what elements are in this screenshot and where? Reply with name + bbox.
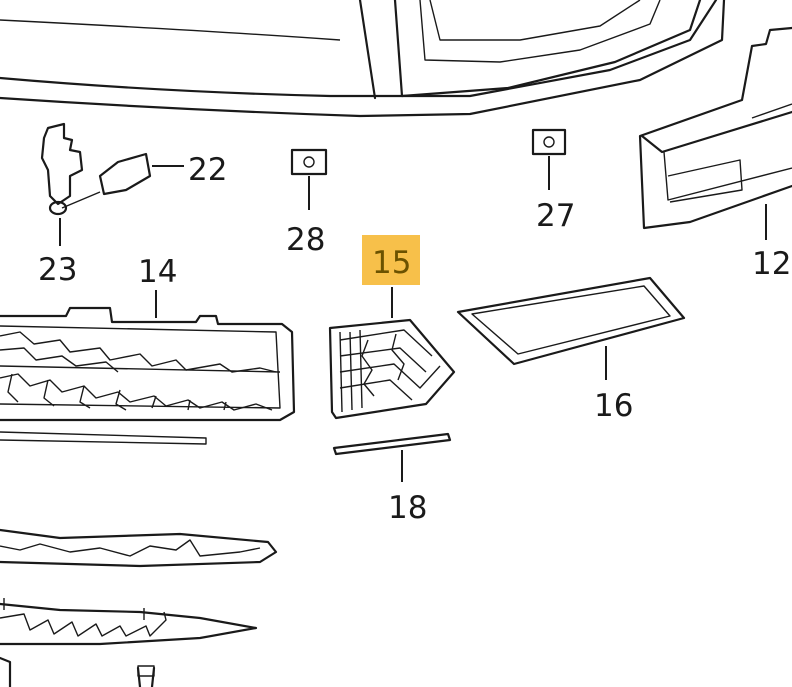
callout-23: 23 [38, 252, 77, 288]
callout-15: 15 [372, 245, 411, 281]
callout-18: 18 [388, 490, 427, 526]
callout-27: 27 [536, 198, 575, 234]
callout-14: 14 [138, 254, 177, 290]
part-27-clip [531, 128, 567, 190]
part-28-clip [290, 148, 328, 210]
part-18-trim-strip [332, 432, 452, 482]
lower-bumper-pieces [0, 528, 278, 687]
part-22-23-sensor-assembly [40, 122, 184, 246]
upper-bumper-outline [0, 0, 726, 118]
callout-22: 22 [188, 152, 227, 188]
part-15-highlight [362, 235, 420, 285]
part-14-main-grille [0, 290, 296, 445]
callout-12: 12 [752, 246, 791, 282]
callout-28: 28 [286, 222, 325, 258]
callout-16: 16 [594, 388, 633, 424]
part-16-trim-frame [456, 276, 686, 380]
part-12-side-bracket [638, 26, 792, 240]
part-15-side-insert [328, 235, 456, 420]
